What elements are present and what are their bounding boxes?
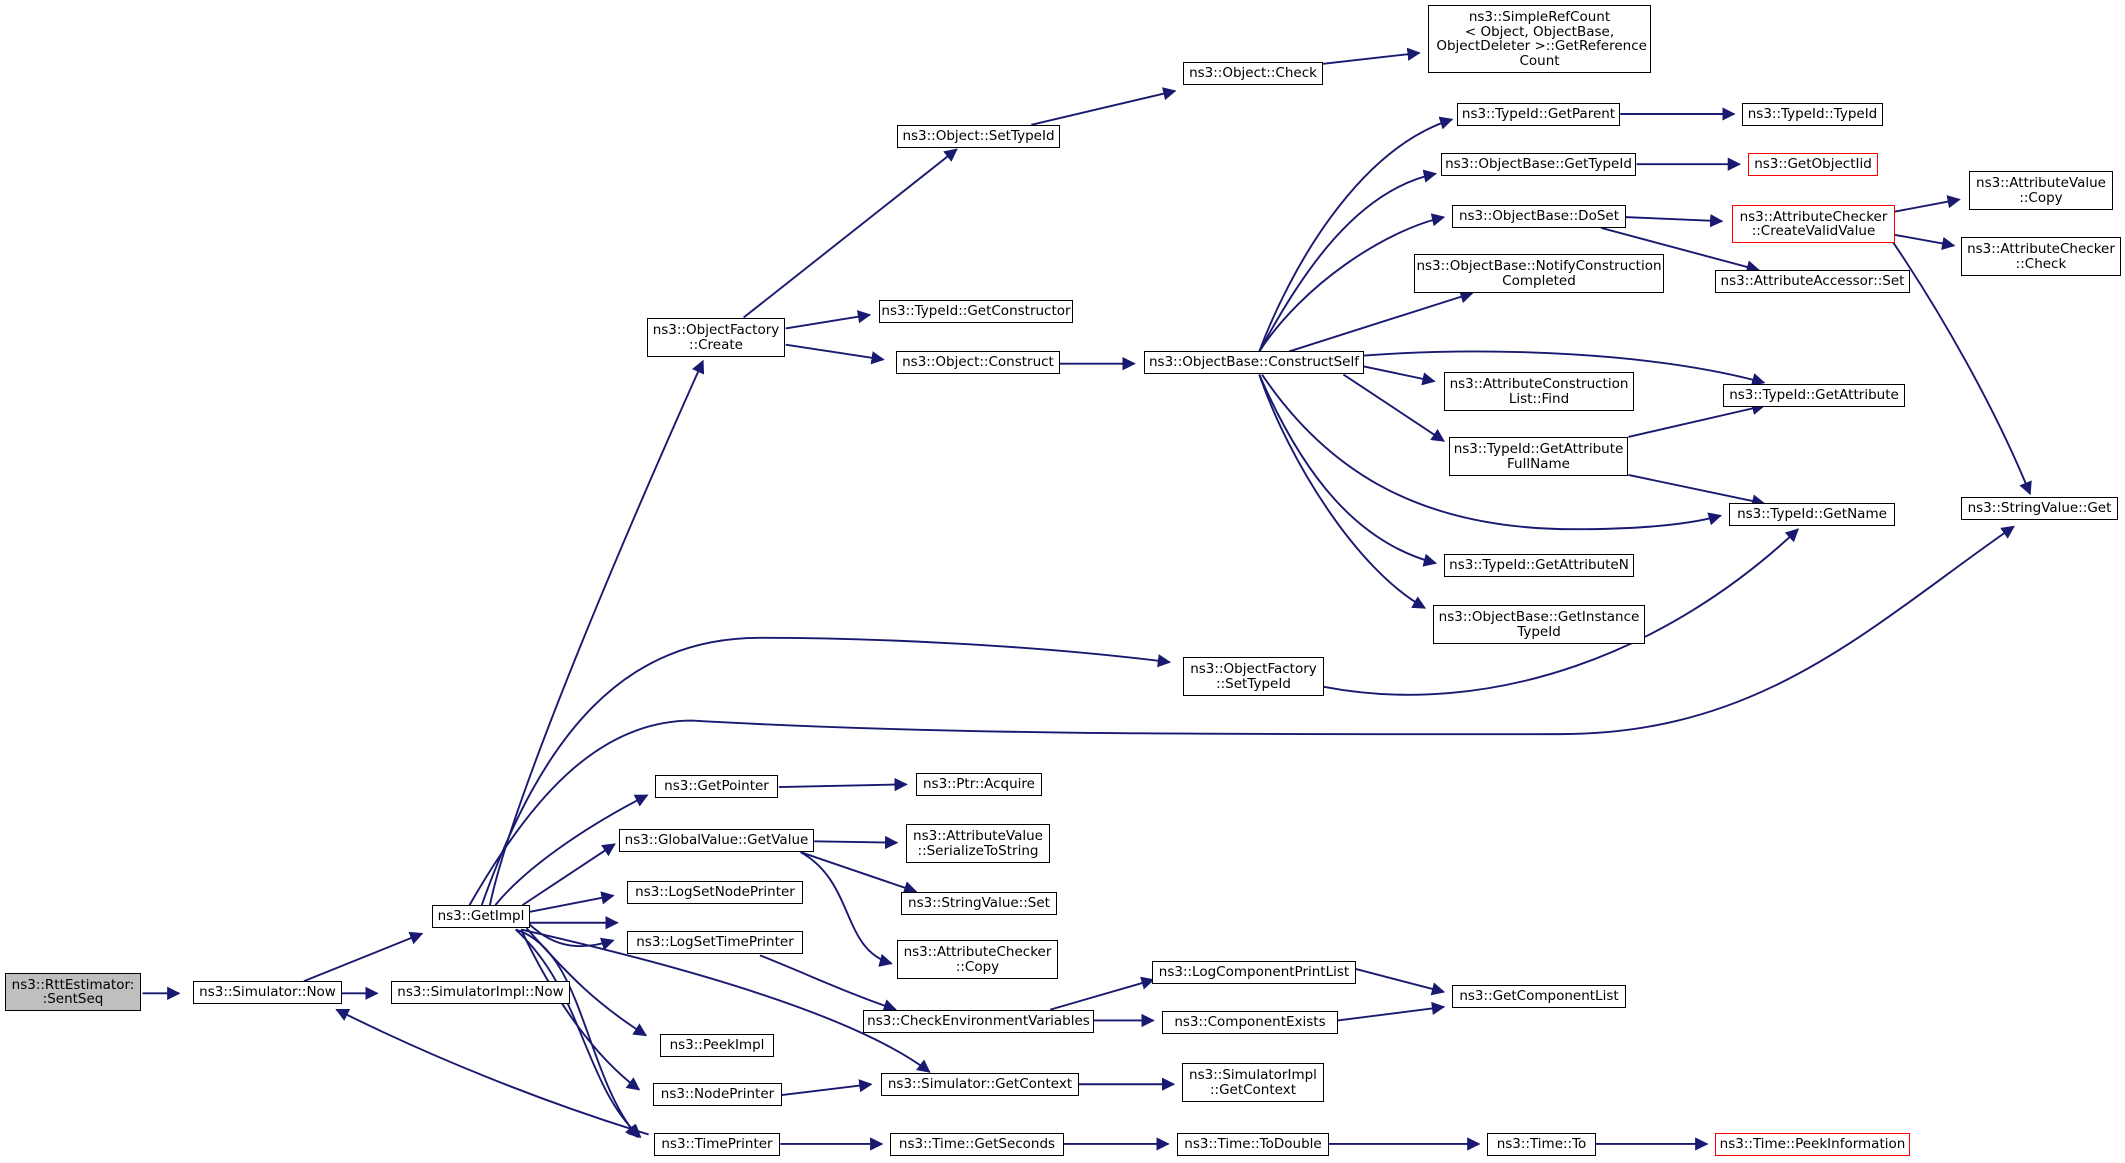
call-edge (303, 931, 424, 982)
call-edge (785, 310, 872, 330)
node-tid-typeid[interactable]: ns3::TypeId::TypeId (1742, 103, 1883, 126)
node-logtimeprinter[interactable]: ns3::LogSetTimePrinter (627, 931, 803, 954)
call-edge (1258, 374, 1437, 567)
call-edge (1628, 474, 1766, 508)
call-edge (800, 851, 918, 894)
node-time-getseconds[interactable]: ns3::Time::GetSeconds (890, 1133, 1064, 1156)
call-edge (1258, 213, 1446, 352)
node-lognodeprinter[interactable]: ns3::LogSetNodePrinter (627, 881, 803, 904)
call-edge (1628, 401, 1766, 438)
node-time-todouble[interactable]: ns3::Time::ToDouble (1177, 1133, 1329, 1156)
call-edge (1890, 239, 2032, 496)
node-getpointer[interactable]: ns3::GetPointer (655, 775, 778, 798)
call-edge (814, 835, 899, 850)
call-edge (1261, 373, 1722, 531)
node-sv-set[interactable]: ns3::StringValue::Set (901, 892, 1057, 915)
node-time-to[interactable]: ns3::Time::To (1487, 1133, 1596, 1156)
node-obj-construct[interactable]: ns3::Object::Construct (896, 351, 1060, 374)
node-of-create[interactable]: ns3::ObjectFactory ::Create (647, 318, 785, 357)
call-edge (515, 928, 639, 1139)
node-checkenv[interactable]: ns3::CheckEnvironmentVariables (863, 1010, 1094, 1033)
node-tid-getattrfull[interactable]: ns3::TypeId::GetAttribute FullName (1449, 437, 1628, 476)
node-obj-check[interactable]: ns3::Object::Check (1183, 62, 1323, 85)
call-edge (1258, 116, 1454, 352)
node-timeprinter[interactable]: ns3::TimePrinter (654, 1133, 780, 1156)
node-srefcount[interactable]: ns3::SimpleRefCount < Object, ObjectBase… (1428, 5, 1651, 73)
node-sim-getcontext[interactable]: ns3::Simulator::GetContext (881, 1073, 1079, 1096)
node-peekimpl[interactable]: ns3::PeekImpl (660, 1034, 774, 1057)
call-edge (800, 851, 893, 967)
node-tid-getattrn[interactable]: ns3::TypeId::GetAttributeN (1444, 554, 1634, 577)
call-edge (1337, 1001, 1446, 1022)
node-compexists[interactable]: ns3::ComponentExists (1162, 1011, 1338, 1034)
node-logcompprint[interactable]: ns3::LogComponentPrintList (1152, 961, 1356, 984)
call-edge (494, 794, 649, 906)
call-edge (1363, 365, 1436, 386)
call-edge (1625, 214, 1724, 228)
call-edge (1031, 87, 1177, 126)
node-simimpl-now[interactable]: ns3::SimulatorImpl::Now (391, 981, 570, 1004)
call-edge (529, 891, 615, 913)
node-obj-settypeid[interactable]: ns3::Object::SetTypeId (897, 125, 1060, 148)
node-nodeprinter[interactable]: ns3::NodePrinter (653, 1083, 782, 1106)
call-edge (1894, 195, 1961, 213)
call-edge (1050, 976, 1155, 1011)
node-tid-getattr[interactable]: ns3::TypeId::GetAttribute (1723, 384, 1905, 407)
call-edge (335, 1008, 649, 1136)
call-edge (1363, 350, 1766, 386)
node-tid-getctor[interactable]: ns3::TypeId::GetConstructor (879, 300, 1073, 323)
node-tid-getname[interactable]: ns3::TypeId::GetName (1729, 503, 1895, 526)
call-edge (785, 343, 885, 365)
node-tid-getparent[interactable]: ns3::TypeId::GetParent (1457, 103, 1620, 126)
node-ac-copy[interactable]: ns3::AttributeChecker ::Copy (897, 940, 1058, 979)
call-edge (743, 148, 958, 319)
node-ob-getinstance[interactable]: ns3::ObjectBase::GetInstance TypeId (1433, 605, 1645, 644)
node-aa-set[interactable]: ns3::AttributeAccessor::Set (1715, 270, 1910, 293)
node-stringvalue-get[interactable]: ns3::StringValue::Get (1961, 497, 2118, 520)
call-edge (468, 525, 2015, 906)
node-getcomplist[interactable]: ns3::GetComponentList (1452, 985, 1626, 1008)
call-edge (480, 636, 1172, 906)
call-edge (778, 777, 908, 792)
node-ob-notify[interactable]: ns3::ObjectBase::NotifyConstruction Comp… (1414, 254, 1664, 293)
node-av-copy[interactable]: ns3::AttributeValue ::Copy (1969, 171, 2113, 210)
call-edge (1258, 374, 1427, 609)
node-ptr-acquire[interactable]: ns3::Ptr::Acquire (916, 773, 1042, 796)
node-ob-gettypeid[interactable]: ns3::ObjectBase::GetTypeId (1441, 153, 1636, 176)
node-sim-now[interactable]: ns3::Simulator::Now (193, 981, 342, 1004)
call-edge (1258, 169, 1438, 352)
node-ob-doset[interactable]: ns3::ObjectBase::DoSet (1452, 205, 1626, 228)
node-of-settypeid[interactable]: ns3::ObjectFactory ::SetTypeId (1183, 657, 1324, 696)
call-edge (1288, 290, 1474, 353)
node-sentseq: ns3::RttEstimator: :SentSeq (5, 973, 141, 1011)
node-ac-createvalid[interactable]: ns3::AttributeChecker ::CreateValidValue (1732, 205, 1895, 243)
call-edge (520, 928, 931, 1073)
call-edge (1322, 47, 1421, 65)
node-getobjectiid[interactable]: ns3::GetObjectIid (1748, 153, 1878, 176)
node-getimpl[interactable]: ns3::GetImpl (432, 905, 530, 928)
call-edge (515, 928, 642, 1139)
call-edge (1601, 227, 1760, 274)
node-simimpl-getcontext[interactable]: ns3::SimulatorImpl ::GetContext (1182, 1063, 1324, 1102)
call-edge (759, 954, 897, 1012)
call-edge (1894, 233, 1956, 251)
call-edge (1322, 528, 1799, 696)
node-ac-check[interactable]: ns3::AttributeChecker ::Check (1961, 237, 2121, 276)
node-gv-getvalue[interactable]: ns3::GlobalValue::GetValue (619, 829, 814, 852)
call-edge (528, 923, 615, 951)
node-av-serialize[interactable]: ns3::AttributeValue ::SerializeToString (906, 824, 1050, 863)
node-time-peekinfo[interactable]: ns3::Time::PeekInformation (1715, 1133, 1910, 1156)
call-edge (781, 1079, 873, 1097)
node-ob-constructself[interactable]: ns3::ObjectBase::ConstructSelf (1144, 351, 1364, 374)
call-edge (1355, 967, 1446, 996)
call-edge (488, 359, 705, 906)
node-acl-find[interactable]: ns3::AttributeConstruction List::Find (1444, 372, 1634, 411)
call-edge (521, 843, 616, 906)
call-edge (1342, 373, 1445, 442)
